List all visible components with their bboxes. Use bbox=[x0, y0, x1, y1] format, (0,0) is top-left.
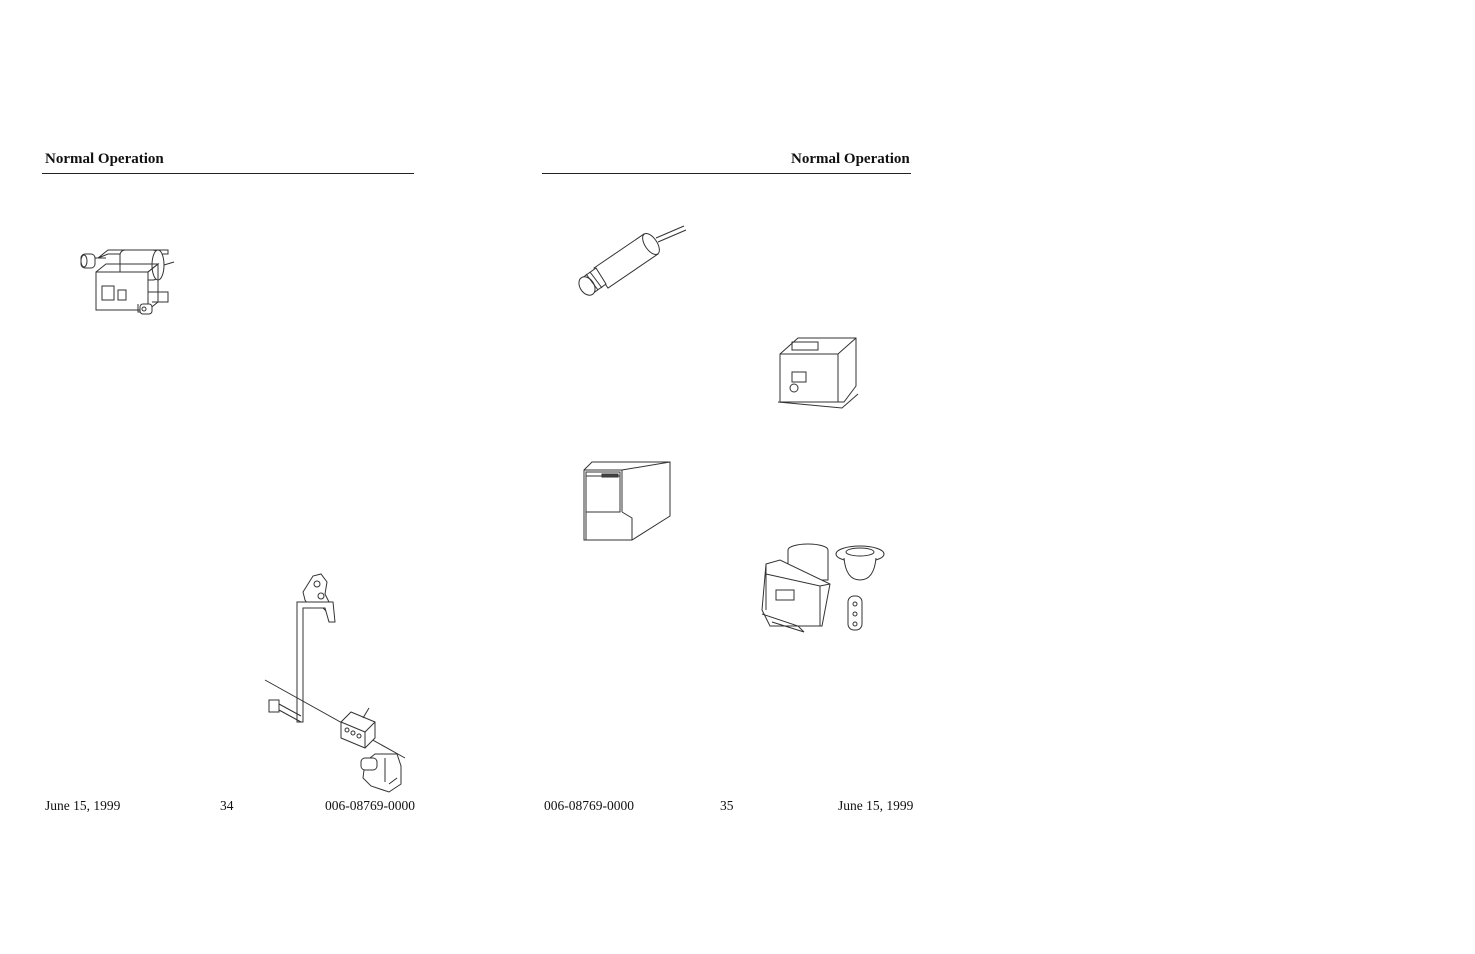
cylindrical-sensor-icon bbox=[578, 225, 687, 296]
panel-mount-unit-icon bbox=[583, 461, 671, 541]
right-footer-doc-number: 006-08769-0000 bbox=[544, 798, 634, 813]
left-footer-doc-number: 006-08769-0000 bbox=[325, 798, 415, 813]
control-linkage-assembly-icon bbox=[264, 573, 406, 793]
left-footer-date: June 15, 1999 bbox=[45, 798, 121, 813]
left-footer-page-number: 34 bbox=[220, 798, 234, 813]
gyro-unit-with-mount-icon bbox=[761, 543, 885, 633]
right-page-header: Normal Operation bbox=[791, 151, 910, 167]
right-header-rule bbox=[542, 173, 911, 174]
right-footer-date: June 15, 1999 bbox=[838, 798, 914, 813]
servo-actuator-icon bbox=[80, 249, 175, 315]
right-footer-page-number: 35 bbox=[720, 798, 734, 813]
left-header-rule bbox=[42, 173, 414, 174]
computer-box-icon bbox=[777, 337, 859, 409]
left-page-header: Normal Operation bbox=[45, 151, 164, 167]
